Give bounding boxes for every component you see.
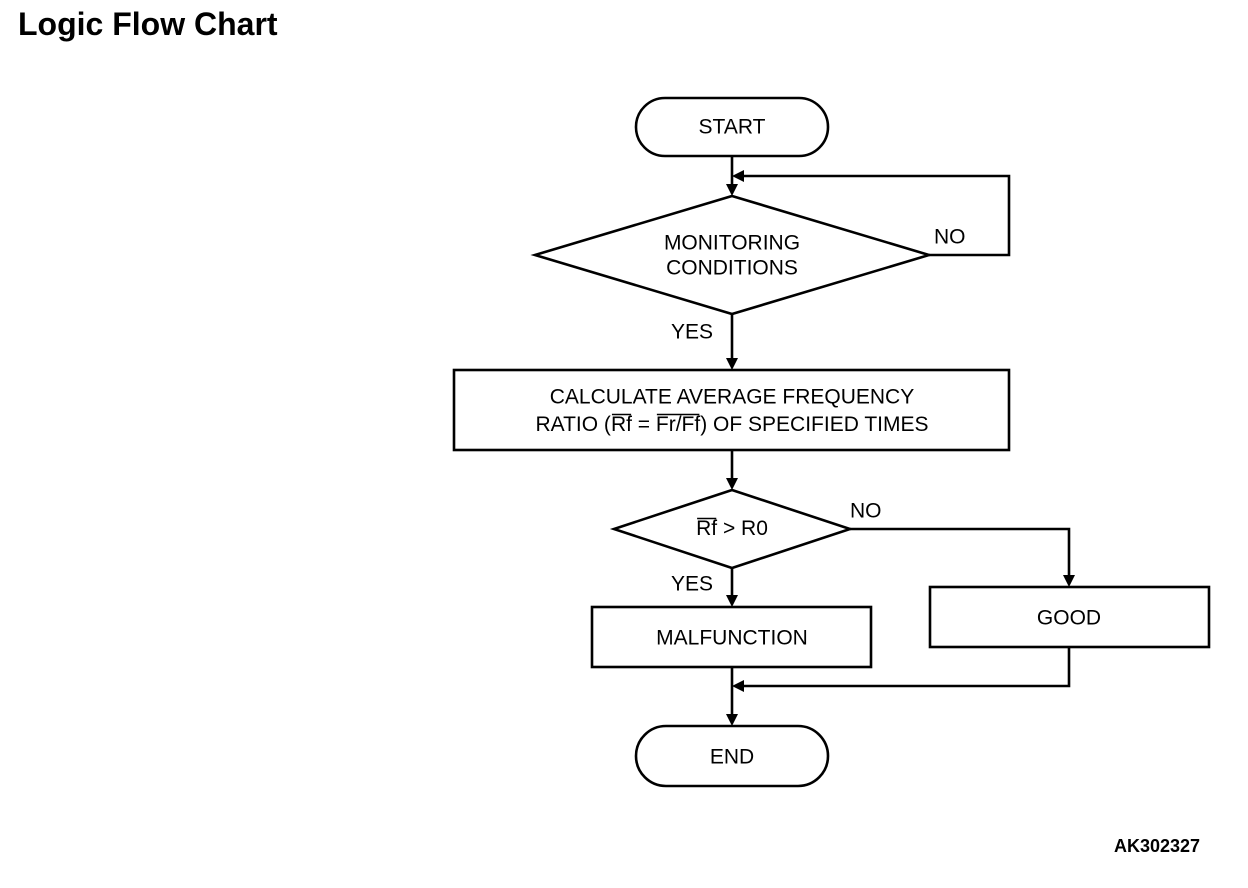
connector-condition-yes: YES [671, 568, 738, 607]
connector-monitor-no-loop: NO [732, 170, 1011, 257]
monitoring-conditions-decision: MONITORING CONDITIONS [530, 194, 934, 316]
monitor-no-label: NO [934, 226, 966, 249]
connector-monitor-yes: YES [671, 314, 738, 370]
connector-calc-to-condition [726, 450, 738, 490]
page-title: Logic Flow Chart [18, 6, 278, 42]
end-label: END [710, 746, 754, 769]
monitor-yes-label: YES [671, 321, 713, 344]
calc-rf-symbol: Rf [611, 413, 632, 436]
condition-no-label: NO [850, 500, 882, 523]
monitoring-label-line2: CONDITIONS [666, 257, 798, 280]
good-label: GOOD [1037, 607, 1101, 630]
ratio-threshold-decision: Rf > R0 [609, 488, 855, 570]
figure-id: AK302327 [1114, 836, 1201, 856]
cond-rf-symbol: Rf [696, 517, 717, 540]
condition-yes-label: YES [671, 573, 713, 596]
calc-equals: = [632, 413, 656, 436]
calculate-label-line2: RATIO (Rf = Fr/Ff) OF SPECIFIED TIMES [535, 413, 928, 436]
start-terminal: START [634, 96, 830, 158]
connector-good-to-end [732, 647, 1071, 692]
connector-start-to-monitor [726, 156, 738, 196]
calc-ratio-suffix: ) OF SPECIFIED TIMES [700, 413, 928, 436]
end-terminal: END [634, 724, 830, 788]
malfunction-label: MALFUNCTION [656, 627, 808, 650]
good-box: GOOD [928, 585, 1211, 649]
malfunction-box: MALFUNCTION [590, 605, 873, 669]
connector-condition-no: NO [850, 500, 1075, 587]
condition-label: Rf > R0 [696, 517, 768, 540]
start-label: START [699, 116, 766, 139]
calculate-process-box: CALCULATE AVERAGE FREQUENCY RATIO (Rf = … [452, 368, 1011, 452]
connector-malfunction-to-end [726, 667, 738, 726]
cond-comparison: > R0 [717, 517, 768, 540]
calc-ratio-prefix: RATIO ( [535, 413, 610, 436]
calc-frff-symbol: Fr/Ff [656, 413, 700, 436]
overline-marks [611, 413, 717, 520]
calculate-label-line1: CALCULATE AVERAGE FREQUENCY [550, 386, 914, 409]
monitoring-label-line1: MONITORING [664, 232, 800, 255]
